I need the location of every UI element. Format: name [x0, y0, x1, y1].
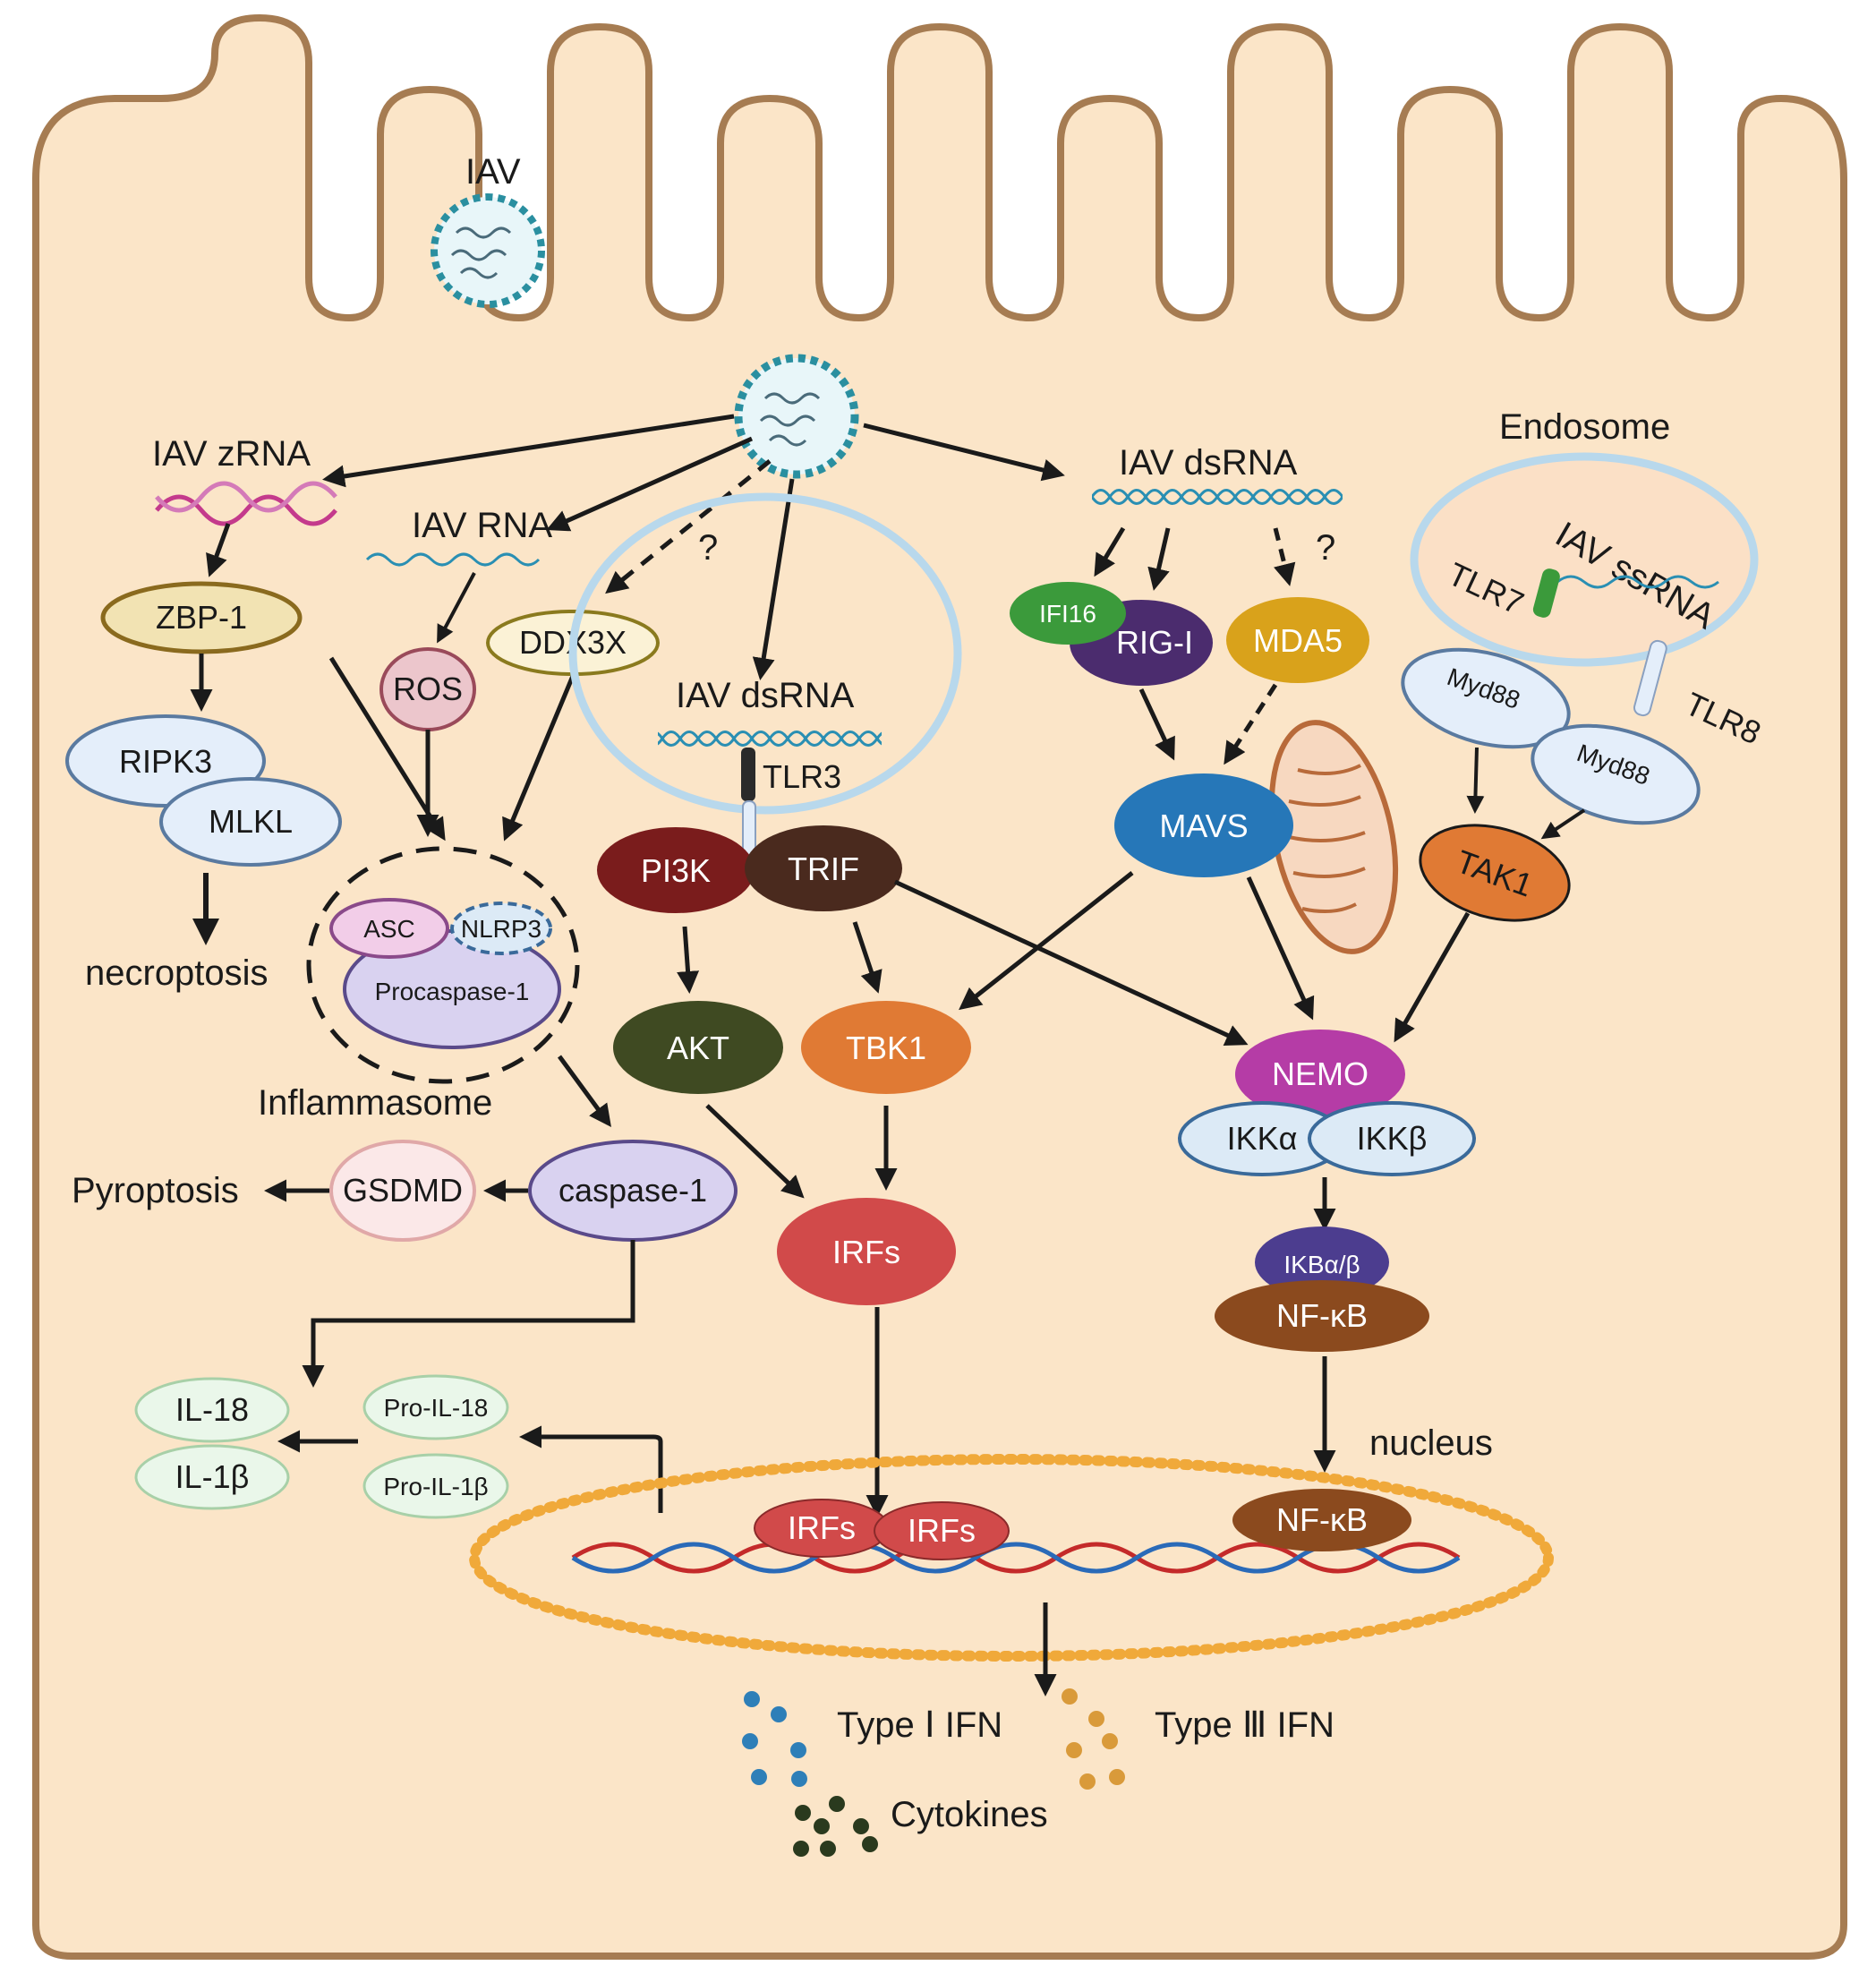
ikba-label: IKBα/β	[1283, 1251, 1360, 1278]
mda5-node	[1226, 597, 1369, 683]
ikkb-label: IKKβ	[1357, 1120, 1428, 1157]
irfs-nucleus-1-label: IRFs	[788, 1509, 856, 1546]
nfkb-label: NF-κB	[1276, 1297, 1368, 1334]
endosome-label: Endosome	[1499, 407, 1670, 447]
pi3k-label: PI3K	[641, 852, 711, 889]
type1-ifn-label: Type Ⅰ IFN	[837, 1705, 1002, 1745]
cell-membrane	[32, 13, 1847, 1960]
asc-node	[329, 898, 449, 959]
caspase1-label: caspase-1	[559, 1172, 707, 1209]
il1b-node	[134, 1444, 290, 1510]
type3-ifn-label: Type Ⅲ IFN	[1155, 1705, 1335, 1745]
necroptosis-label: necroptosis	[85, 953, 269, 993]
pi3k-node	[597, 827, 755, 913]
cytokine-dots	[793, 1796, 878, 1857]
type1-ifn-dots	[742, 1691, 807, 1787]
nlrp3-label: NLRP3	[461, 915, 541, 943]
il18-node	[134, 1377, 290, 1443]
trif-node	[745, 825, 902, 911]
ifi16-label: IFI16	[1039, 600, 1096, 628]
tlr3-cytoplasmic-domain	[742, 800, 756, 856]
pro-il18-node	[362, 1374, 509, 1440]
rna-wave-icon	[365, 552, 541, 567]
akt-label: AKT	[667, 1030, 729, 1066]
rigi-label: RIG-I	[1116, 624, 1193, 661]
iav-label: IAV	[465, 152, 521, 192]
mavs-label: MAVS	[1159, 808, 1248, 844]
tbk1-node	[801, 1001, 971, 1094]
nfkb-nucleus-node	[1232, 1489, 1411, 1551]
il1b-label: IL-1β	[175, 1458, 250, 1495]
ssrna-wave-icon	[1556, 575, 1719, 589]
gsdmd-node	[329, 1140, 476, 1242]
il18-label: IL-18	[175, 1391, 249, 1428]
type3-ifn-dots	[1062, 1688, 1125, 1790]
nucleus-to-proil-arrow	[519, 1425, 663, 1513]
iav-rna-label: IAV RNA	[412, 506, 552, 545]
dsrna-left-helix-icon	[658, 721, 882, 748]
nemo-label: NEMO	[1272, 1055, 1369, 1092]
ifi16-node	[1010, 582, 1126, 645]
myd88-1-node	[1401, 647, 1571, 749]
question-mark-1: ?	[698, 528, 718, 568]
akt-node	[613, 1001, 783, 1094]
ros-label: ROS	[393, 671, 463, 707]
pro-il1b-node	[362, 1453, 509, 1519]
nucleus-label: nucleus	[1369, 1423, 1493, 1463]
tlr3-label: TLR3	[763, 758, 841, 795]
inflammasome-boundary	[306, 846, 580, 1084]
mda5-label: MDA5	[1253, 622, 1343, 659]
zbp1-node	[100, 581, 303, 654]
zrna-helix-icon	[155, 481, 337, 526]
iav-virion-top	[431, 193, 545, 308]
endosome-left	[568, 492, 962, 815]
endosome-right	[1410, 452, 1759, 667]
irfs-nucleus-2-node	[874, 1501, 1010, 1560]
tak1-node	[1419, 824, 1571, 922]
caspase-to-il-arrow	[302, 1240, 635, 1388]
myd88-2-node	[1531, 723, 1701, 825]
iav-virion-center	[734, 354, 859, 479]
nfkb-nucleus-label: NF-κB	[1276, 1501, 1368, 1538]
tlr8-receptor	[1633, 639, 1667, 717]
tbk1-label: TBK1	[846, 1030, 926, 1066]
tlr3-receptor	[741, 748, 755, 801]
dna-double-helix-icon	[571, 1542, 1461, 1574]
ikka-label: IKKα	[1227, 1120, 1298, 1157]
mlkl-label: MLKL	[209, 803, 293, 840]
gsdmd-label: GSDMD	[343, 1172, 463, 1209]
asc-label: ASC	[363, 915, 415, 943]
question-mark-2: ?	[1316, 528, 1335, 568]
irfs-nucleus-2-label: IRFs	[908, 1512, 976, 1549]
irfs-node	[777, 1198, 956, 1305]
nucleus-envelope	[469, 1454, 1554, 1662]
trif-label: TRIF	[788, 850, 859, 887]
pyroptosis-label: Pyroptosis	[72, 1171, 239, 1210]
mitochondrion-icon	[1268, 720, 1399, 954]
mavs-node	[1114, 773, 1293, 877]
zbp1-label: ZBP-1	[156, 599, 247, 636]
iav-dsrna-left-label: IAV dsRNA	[676, 676, 855, 715]
nemo-node	[1235, 1030, 1405, 1119]
inflammasome-label: Inflammasome	[258, 1083, 492, 1123]
nlrp3-node	[450, 902, 552, 955]
procaspase1-label: Procaspase-1	[375, 978, 530, 1005]
irfs-label: IRFs	[832, 1234, 900, 1270]
dsrna-right-helix-icon	[1092, 488, 1343, 515]
tlr7-receptor	[1532, 568, 1560, 618]
cytokines-label: Cytokines	[891, 1795, 1048, 1834]
nfkb-node	[1215, 1280, 1429, 1352]
ikkb-node	[1308, 1101, 1476, 1176]
pro-il18-label: Pro-IL-18	[384, 1394, 489, 1422]
ikba-node	[1255, 1226, 1389, 1298]
iav-zrna-label: IAV zRNA	[152, 434, 311, 474]
iav-dsrna-right-label: IAV dsRNA	[1119, 443, 1298, 483]
pro-il1b-label: Pro-IL-1β	[383, 1473, 488, 1500]
ripk3-label: RIPK3	[119, 743, 212, 780]
mlkl-node	[159, 777, 342, 867]
virion-arrows	[322, 414, 1065, 680]
